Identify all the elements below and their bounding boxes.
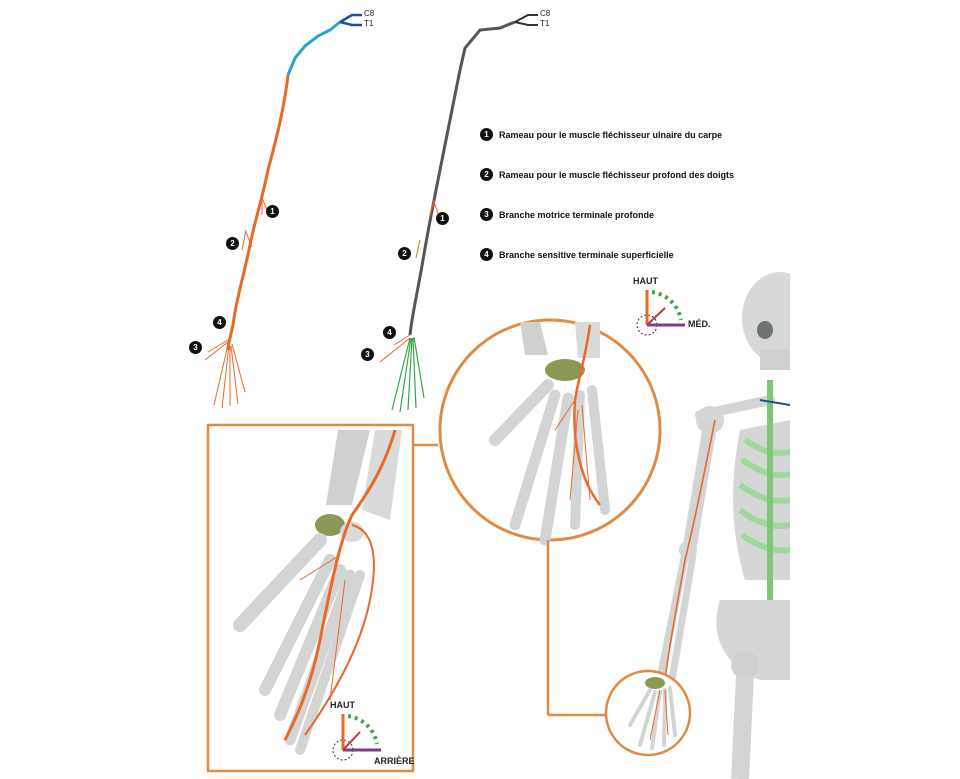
legend-number: 3: [480, 208, 493, 221]
legend-number: 1: [480, 128, 493, 141]
legend-item-4: 4 Branche sensitive terminale superficie…: [480, 248, 674, 261]
orientation-top-side-label: MÉD.: [688, 319, 711, 329]
legend-number: 2: [480, 168, 493, 181]
root-label-t1-mid: T1: [540, 19, 550, 28]
legend-text: Branche motrice terminale profonde: [499, 209, 655, 220]
marker-1-mid: 1: [436, 212, 449, 225]
hand-detail-frame: [206, 423, 438, 773]
legend-number: 4: [480, 248, 493, 261]
root-label-c8-left: C8: [364, 9, 375, 18]
legend-text: Rameau pour le muscle fléchisseur profon…: [499, 169, 735, 180]
marker-2-mid: 2: [398, 247, 411, 260]
marker-2-left: 2: [226, 237, 239, 250]
legend-item-2: 2 Rameau pour le muscle fléchisseur prof…: [480, 168, 734, 181]
legend-text: Branche sensitive terminale superficiell…: [499, 249, 674, 260]
skeleton: [604, 270, 960, 779]
marker-1-left: 1: [266, 205, 279, 218]
orientation-bottom-side-label: ARRIÈRE: [374, 756, 415, 766]
legend-item-1: 1 Rameau pour le muscle fléchisseur ulna…: [480, 128, 722, 141]
root-label-t1-left: T1: [364, 19, 374, 28]
orientation-bottom-up-label: HAUT: [330, 700, 355, 710]
orientation-compass-top: [636, 290, 685, 336]
ulnar-nerve-orange: [204, 13, 362, 409]
hand-circle-detail: [438, 318, 662, 717]
marker-3-left: 3: [189, 341, 202, 354]
ulnar-nerve-gray: [379, 14, 538, 413]
orientation-compass-bottom: [332, 714, 381, 761]
orientation-top-up-label: HAUT: [633, 276, 658, 286]
root-label-c8-mid: C8: [540, 9, 551, 18]
legend-text: Rameau pour le muscle fléchisseur ulnair…: [499, 129, 723, 140]
legend-item-3: 3 Branche motrice terminale profonde: [480, 208, 654, 221]
marker-4-mid: 4: [383, 326, 396, 339]
marker-3-mid: 3: [361, 348, 374, 361]
marker-4-left: 4: [213, 316, 226, 329]
